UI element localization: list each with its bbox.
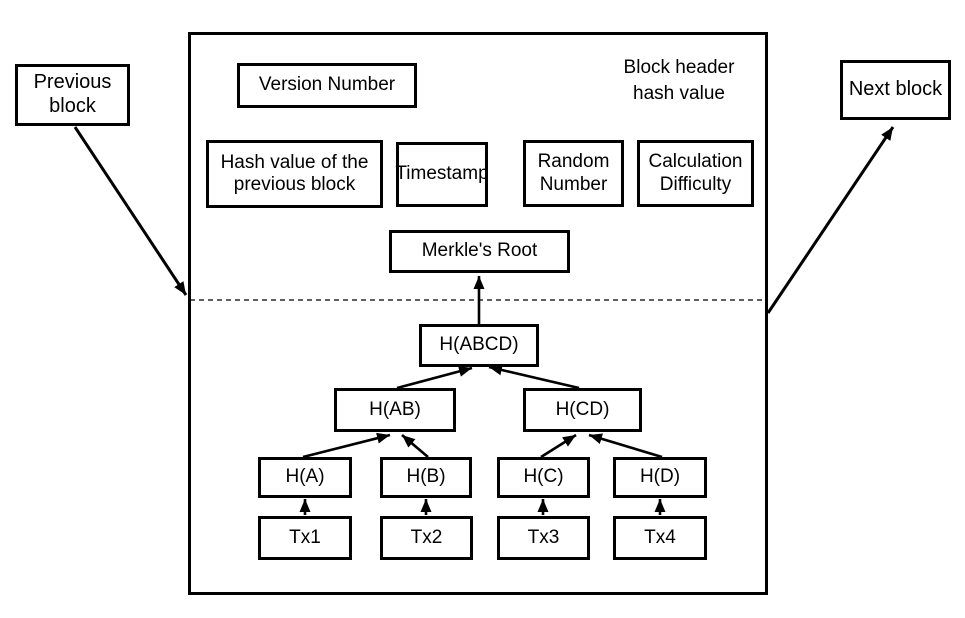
previous-hash-label: Hash value of the previous block	[220, 151, 369, 195]
calculation-difficulty-label: Calculation Difficulty	[648, 151, 743, 195]
merkle-root-label: Merkle's Root	[421, 240, 538, 262]
merkle-node-hb-label: H(B)	[406, 466, 446, 488]
previous-block-box: Previous block	[15, 64, 130, 126]
version-number-label: Version Number	[258, 74, 396, 96]
transaction-tx3-box: Tx3	[497, 516, 590, 560]
transaction-tx4-label: Tx4	[644, 526, 676, 548]
merkle-node-hcd-label: H(CD)	[555, 398, 610, 420]
block-header-hash-label: Block header hash value	[616, 54, 742, 108]
transaction-tx3-label: Tx3	[527, 526, 560, 548]
merkle-node-ha-label: H(A)	[285, 466, 325, 488]
transaction-tx1-box: Tx1	[258, 516, 352, 560]
next-block-box: Next block	[840, 60, 951, 120]
block-header-hash-text: Block header hash value	[623, 57, 735, 104]
transaction-tx2-label: Tx2	[410, 526, 443, 548]
merkle-node-hd-label: H(D)	[639, 466, 681, 488]
merkle-node-hab-label: H(AB)	[369, 398, 421, 420]
timestamp-label: Timestamp	[395, 163, 489, 185]
merkle-node-hd: H(D)	[613, 457, 707, 498]
transaction-tx2-box: Tx2	[380, 516, 473, 560]
merkle-node-hab: H(AB)	[334, 388, 456, 432]
previous-block-label: Previous block	[33, 71, 112, 117]
random-number-box: Random Number	[523, 140, 624, 207]
merkle-node-habcd: H(ABCD)	[419, 324, 539, 367]
calculation-difficulty-box: Calculation Difficulty	[637, 140, 754, 207]
next-block-label: Next block	[848, 78, 943, 101]
merkle-node-habcd-label: H(ABCD)	[439, 334, 519, 356]
merkle-node-hc: H(C)	[497, 457, 590, 498]
random-number-label: Random Number	[537, 151, 610, 195]
transaction-tx4-box: Tx4	[613, 516, 707, 560]
arrow-block-to-next	[766, 126, 895, 314]
transaction-tx1-label: Tx1	[289, 526, 321, 548]
merkle-node-hc-label: H(C)	[523, 466, 564, 488]
merkle-node-hcd: H(CD)	[523, 388, 642, 432]
version-number-box: Version Number	[237, 63, 417, 108]
merkle-node-ha: H(A)	[258, 457, 352, 498]
timestamp-box: Timestamp	[395, 142, 489, 207]
block-container	[188, 32, 768, 595]
arrow-previous-to-block	[73, 126, 188, 296]
previous-hash-box: Hash value of the previous block	[206, 140, 383, 208]
merkle-root-box: Merkle's Root	[389, 230, 570, 273]
merkle-node-hb: H(B)	[380, 457, 472, 498]
